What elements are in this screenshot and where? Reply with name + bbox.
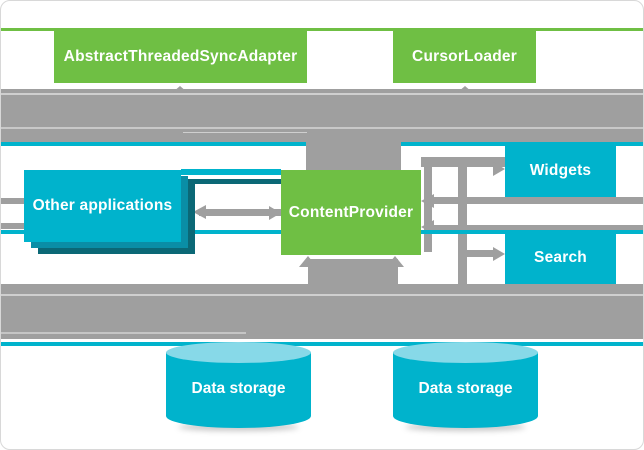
teal-strip-otherapps-provider xyxy=(187,179,281,184)
cylinder-top xyxy=(393,342,538,363)
node-data-storage-left: Data storage xyxy=(166,342,311,431)
arrowhead-right-into-search xyxy=(493,247,505,261)
node-label: Data storage xyxy=(191,380,286,397)
node-search: Search xyxy=(505,232,616,284)
node-label: CursorLoader xyxy=(412,47,517,65)
cylinder-top xyxy=(166,342,311,363)
band-hairline xyxy=(1,294,643,296)
cyan-strip-otherapps-provider xyxy=(181,169,281,175)
node-label: AbstractThreadedSyncAdapter xyxy=(63,47,298,65)
node-label: Search xyxy=(534,249,587,267)
cylinder-body xyxy=(393,352,538,428)
band-hairline xyxy=(183,131,307,133)
node-data-storage-right: Data storage xyxy=(393,342,538,431)
arrowhead-right-into-provider xyxy=(269,205,281,220)
node-label: Widgets xyxy=(529,161,592,179)
top-connector-band xyxy=(1,89,643,142)
arrowhead-left-into-provider-upper xyxy=(421,193,434,208)
arrowhead-left-into-otherapps xyxy=(193,205,206,219)
node-widgets: Widgets xyxy=(505,144,616,197)
node-label: Other applications xyxy=(32,197,173,214)
cylinder-body xyxy=(166,352,311,428)
arrowhead-up-to-syncadapter xyxy=(173,85,187,92)
provider-to-search-shaft xyxy=(467,249,493,257)
top-green-strip xyxy=(1,28,643,31)
left-edge-stub-lower xyxy=(1,223,24,229)
arrowhead-up-into-provider-right xyxy=(386,256,404,267)
vertical-connector-outer xyxy=(458,161,467,284)
otherapps-provider-arrow-shaft xyxy=(199,209,281,216)
node-label: Data storage xyxy=(418,380,513,397)
node-cursorloader: CursorLoader xyxy=(393,30,536,83)
node-contentprovider: ContentProvider xyxy=(281,170,421,255)
connector-column-into-provider xyxy=(306,141,401,170)
left-edge-stub-upper xyxy=(1,198,24,204)
node-abstractthreadedsyncadapter: AbstractThreadedSyncAdapter xyxy=(54,30,307,83)
band-hairline xyxy=(1,332,246,334)
band-hairline xyxy=(1,93,643,95)
cyan-strip-storage-level xyxy=(1,342,643,346)
arrowhead-right-into-widgets xyxy=(493,161,505,176)
search-to-provider-band xyxy=(434,224,643,231)
bottom-connector-band xyxy=(1,284,643,339)
node-other-applications: Other applications xyxy=(24,170,181,242)
arrowhead-up-to-cursorloader xyxy=(458,85,472,92)
node-label: ContentProvider xyxy=(288,203,414,221)
connector-column-below-provider xyxy=(308,259,398,284)
arrowhead-up-into-provider-left xyxy=(299,256,317,267)
widgets-to-provider-band xyxy=(434,197,643,204)
band-hairline xyxy=(1,127,643,129)
